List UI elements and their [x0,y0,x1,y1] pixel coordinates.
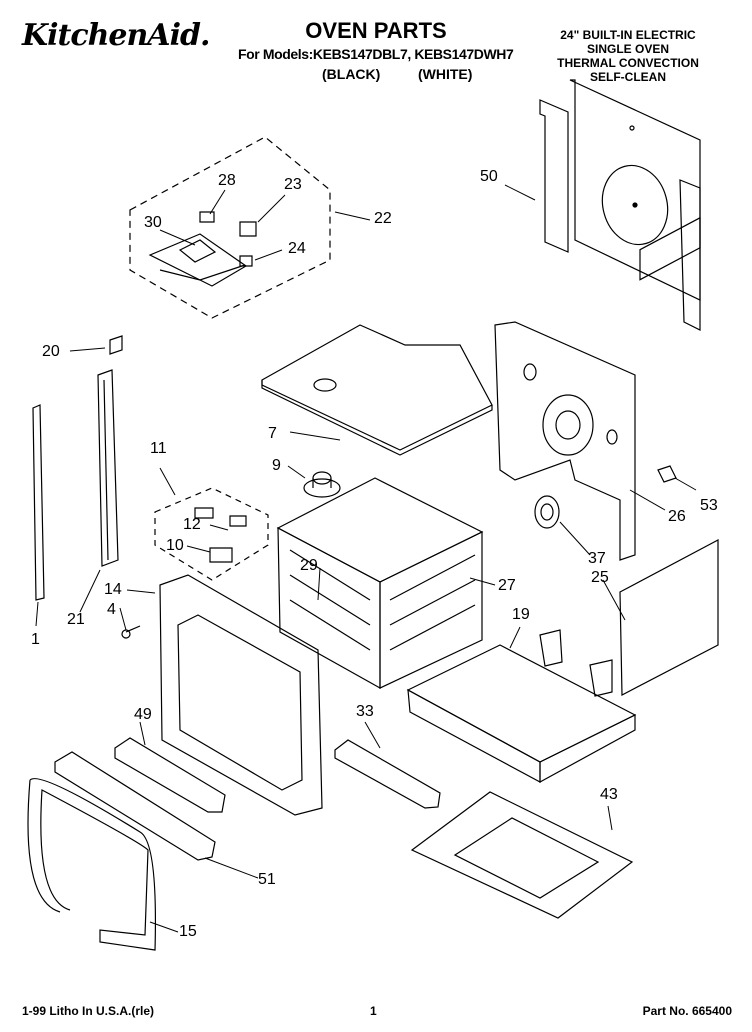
spec-line: SELF-CLEAN [590,70,666,84]
control-assembly-part-22 [130,137,330,318]
bottom-pan-part-43 [412,792,632,918]
spec-line: 24" BUILT-IN ELECTRIC [560,28,696,42]
callout-12: 12 [183,516,201,533]
callout-22: 22 [374,210,392,227]
switch-assembly-part-11 [155,488,268,580]
callout-21: 21 [67,611,85,628]
callout-11: 11 [150,440,167,457]
clip-part-53 [658,466,676,482]
front-frame-part-14 [160,575,322,815]
screw-part-4 [122,626,140,638]
page-title: OVEN PARTS [305,18,447,43]
callout-50: 50 [480,168,498,185]
trim-strip-part-33 [335,740,440,808]
bottom-panel-part-19 [408,630,635,782]
back-plate-part-26 [495,322,635,560]
fan-part-9 [304,472,340,497]
callout-25: 25 [591,569,609,586]
top-panel-part-7 [262,325,492,455]
door-gasket-part-15 [28,779,155,950]
callout-37: 37 [588,550,606,567]
variant-white: (WHITE) [418,66,473,82]
bracket-part-20 [110,336,122,354]
callout-9: 9 [272,457,281,474]
callout-20: 20 [42,343,60,360]
callout-33: 33 [356,703,374,720]
callout-14: 14 [104,581,122,598]
callout-15: 15 [179,923,197,940]
callout-7: 7 [268,425,277,442]
callout-23: 23 [284,176,302,193]
rear-panel-part-50 [540,80,700,330]
oven-spec: 24" BUILT-IN ELECTRIC SINGLE OVEN THERMA… [538,28,718,84]
vent-strip-part-49 [115,738,225,812]
footer-litho: 1-99 Litho In U.S.A.(rle) [22,1004,155,1018]
footer-page-number: 1 [370,1004,377,1018]
callout-51: 51 [258,871,276,888]
callout-24: 24 [288,240,306,257]
callout-30: 30 [144,214,162,231]
model-list: For Models:KEBS147DBL7, KEBS147DWH7 [238,46,514,62]
oven-liner-part-27 [278,478,482,688]
brand-logo: KitchenAid. [22,18,210,53]
callout-26: 26 [668,508,686,525]
callout-28: 28 [218,172,236,189]
callout-4: 4 [107,601,116,618]
leader-lines [36,185,696,932]
side-trim-part-21 [98,370,118,566]
variant-black: (BLACK) [322,66,381,82]
callout-27: 27 [498,577,516,594]
vent-panel-part-51 [55,752,215,860]
callout-49: 49 [134,706,152,723]
callout-43: 43 [600,786,618,803]
callout-10: 10 [166,537,184,554]
callout-1: 1 [31,631,40,648]
callout-19: 19 [512,606,530,623]
trim-strip-part-1 [33,405,44,600]
callout-29: 29 [300,557,318,574]
spec-line: SINGLE OVEN [586,42,669,56]
side-panel-part-25 [620,218,718,695]
gasket-part-37 [535,496,559,528]
footer-part-number: Part No. 665400 [642,1004,732,1018]
spec-line: THERMAL CONVECTION [557,56,699,70]
callout-53: 53 [700,497,718,514]
